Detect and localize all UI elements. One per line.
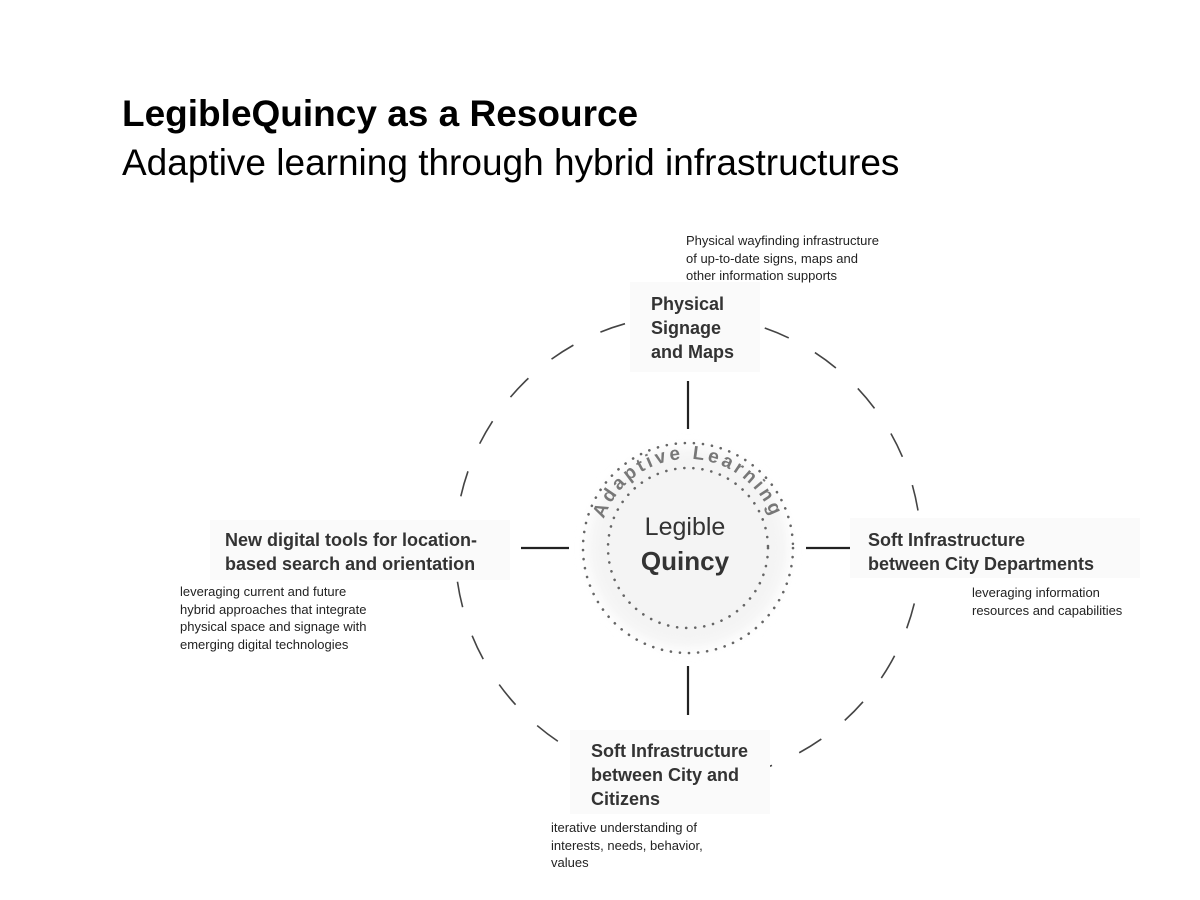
right-node-label: Soft Infrastructure between City Departm… bbox=[868, 530, 1095, 574]
left-node-description: leveraging current and future hybrid app… bbox=[180, 584, 367, 652]
left-label-backdrop bbox=[210, 520, 510, 580]
left-node-label: New digital tools for location- based se… bbox=[225, 530, 477, 574]
top-node-description: Physical wayfinding infrastructure of up… bbox=[686, 233, 879, 283]
outer-dotted-ring bbox=[581, 441, 795, 655]
page-title: LegibleQuincy as a Resource bbox=[122, 93, 639, 134]
center-title-line1: Legible bbox=[644, 513, 726, 541]
page-subtitle: Adaptive learning through hybrid infrast… bbox=[122, 142, 900, 183]
bottom-node-label: Soft Infrastructure between City and Cit… bbox=[591, 741, 749, 809]
center-title-line2: Quincy bbox=[640, 546, 730, 576]
top-label-backdrop bbox=[630, 282, 760, 372]
inner-dotted-ring bbox=[606, 466, 770, 630]
bottom-node-description: iterative understanding of interests, ne… bbox=[551, 820, 703, 870]
top-node-label: Physical Signage and Maps bbox=[651, 294, 735, 362]
center-glow bbox=[588, 448, 788, 648]
bottom-label-backdrop bbox=[570, 730, 770, 814]
right-node-description: leveraging information resources and cap… bbox=[972, 585, 1123, 618]
right-label-backdrop bbox=[850, 518, 1140, 578]
